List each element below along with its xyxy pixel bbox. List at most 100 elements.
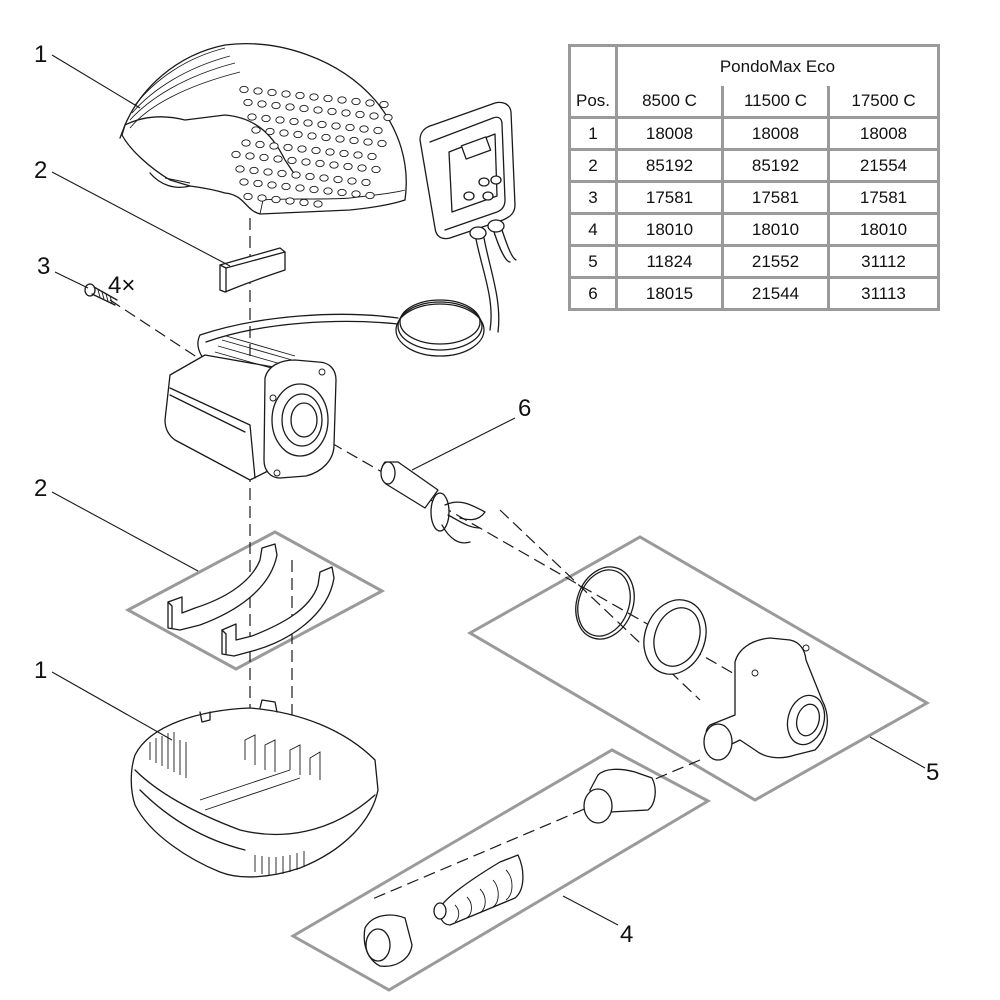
pos-cell: 5	[568, 244, 618, 279]
callout-3-quantity: 4×	[108, 272, 135, 299]
mesh-hole	[357, 164, 367, 172]
pump-housing-kit	[575, 566, 828, 761]
mesh-hole	[327, 107, 337, 116]
mesh-hole	[373, 126, 383, 135]
mesh-hole	[275, 116, 285, 124]
mesh-hole	[277, 169, 287, 178]
mesh-hole	[351, 190, 361, 198]
mesh-hole	[337, 96, 347, 104]
part-number-cell: 85192	[721, 148, 830, 183]
mesh-hole	[367, 152, 377, 161]
mesh-hole	[239, 85, 249, 94]
mesh-hole	[299, 198, 309, 207]
pump-controller	[197, 101, 517, 361]
filter-housing-bottom	[130, 699, 379, 878]
callout-5: 5	[926, 759, 939, 786]
model-header: 8500 C	[615, 86, 724, 119]
model-header: 11500 C	[721, 86, 830, 119]
mesh-hole	[245, 152, 255, 160]
filter-housing-top	[119, 43, 407, 215]
model-header: 17500 C	[827, 86, 940, 119]
base-ribs	[149, 732, 321, 875]
mesh-hole	[329, 161, 339, 169]
callout-1-top: 1	[34, 41, 47, 68]
table-series-row: PondoMax Eco	[568, 44, 940, 86]
part-number-cell: 11824	[615, 244, 724, 279]
mesh-hole	[313, 200, 323, 208]
mesh-hole	[259, 153, 269, 162]
mesh-hole	[273, 155, 283, 163]
part-number-cell: 18010	[827, 212, 940, 247]
mesh-hole	[379, 100, 389, 109]
mesh-hole	[241, 139, 251, 147]
mesh-hole	[281, 90, 291, 98]
part-number-cell: 18010	[721, 212, 830, 247]
leader-lines	[51, 54, 926, 926]
part-number-cell: 17581	[827, 180, 940, 215]
mesh-hole	[267, 88, 277, 97]
mesh-hole	[335, 135, 345, 143]
mesh-hole	[347, 177, 357, 185]
parts-table: PondoMax Eco Pos. 8500 C 11500 C 17500 C…	[568, 44, 940, 311]
hose-connector-kit	[363, 768, 656, 967]
mesh-hole	[243, 192, 253, 201]
mesh-hole	[319, 174, 329, 182]
mesh-hole	[309, 93, 319, 101]
mesh-hole	[285, 103, 295, 111]
mesh-hole	[255, 140, 265, 149]
callout-2-bottom: 2	[34, 475, 47, 502]
mesh-hole	[309, 185, 319, 194]
impeller-unit	[380, 461, 486, 544]
mesh-hole	[359, 125, 369, 133]
mesh-hole	[297, 145, 307, 153]
mesh-hole	[287, 156, 297, 165]
mesh-hole	[267, 181, 277, 189]
part-number-cell: 18010	[615, 212, 724, 247]
damping-elements-pair	[167, 543, 335, 657]
kit-frame-pump-housing	[466, 535, 931, 802]
part-number-cell: 21552	[721, 244, 830, 279]
part-number-cell: 85192	[615, 148, 724, 183]
mesh-hole	[371, 165, 381, 174]
mesh-hole	[369, 112, 379, 120]
part-number-cell: 17581	[615, 180, 724, 215]
callout-3: 3	[37, 253, 50, 280]
mesh-hole	[363, 138, 373, 146]
mesh-hole	[265, 127, 275, 136]
mesh-hole	[283, 143, 293, 152]
mesh-hole	[295, 91, 305, 100]
mesh-hole	[271, 101, 281, 110]
mesh-hole	[311, 146, 321, 155]
motor-block	[164, 335, 337, 481]
part-number-cell: 31113	[827, 276, 940, 311]
mesh-hole	[325, 148, 335, 156]
mesh-right-holes	[231, 85, 393, 208]
damping-element-top	[219, 247, 286, 293]
mesh-hole	[263, 168, 273, 176]
mesh-hole	[247, 113, 257, 121]
mesh-hole	[285, 197, 295, 205]
mesh-hole	[341, 109, 351, 117]
mesh-hole	[269, 142, 279, 150]
part-number-cell: 21544	[721, 276, 830, 311]
part-number-cell: 21554	[827, 148, 940, 183]
callout-6: 6	[518, 395, 531, 422]
mesh-hole	[351, 97, 361, 106]
kit-frame-hose-connector	[289, 748, 712, 992]
mesh-hole	[317, 120, 327, 129]
mesh-hole	[301, 158, 311, 166]
mesh-hole	[315, 159, 325, 168]
mesh-hole	[365, 99, 375, 107]
mesh-hole	[239, 178, 249, 186]
mesh-hole	[307, 132, 317, 140]
table-model-row: Pos. 8500 C 11500 C 17500 C	[568, 86, 940, 119]
mesh-hole	[361, 178, 371, 187]
screw	[84, 283, 118, 306]
mesh-hole	[339, 149, 349, 158]
mesh-hole	[231, 150, 241, 159]
mesh-hole	[303, 119, 313, 127]
